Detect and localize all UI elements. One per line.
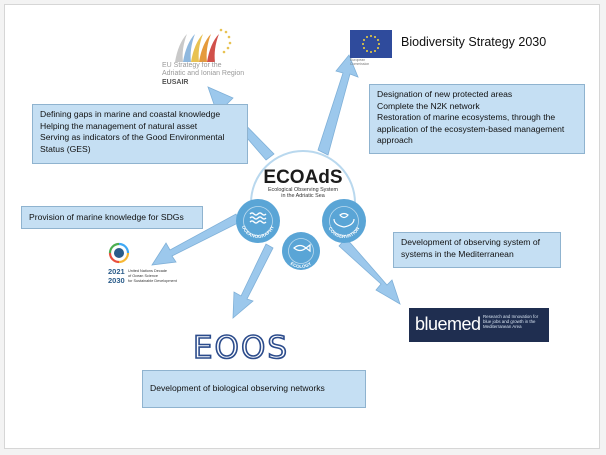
ocean-decade-line3: for Sustainable Development	[128, 279, 177, 283]
bluemed-tagline: Research and Innovation for blue jobs an…	[483, 314, 539, 330]
eusair-line2: Adriatic and Ionian Region	[162, 70, 245, 77]
sdg-box-line: Provision of marine knowledge for SDGs	[29, 212, 184, 222]
ocean-decade-line1: United Nations Decade	[128, 269, 168, 273]
ecoads-arc	[250, 150, 356, 204]
ocean-decade-year-start: 2021	[108, 267, 125, 276]
conservation-badge: CONSERVATION	[322, 199, 366, 243]
mediterranean-box-line: Development of observing system of	[401, 237, 540, 247]
arrow-to-biodiversity	[317, 54, 359, 156]
ocean-decade-icon	[108, 242, 130, 264]
eusair-logo	[175, 28, 232, 62]
eusair-acronym: EUSAIR	[162, 79, 189, 86]
oceanography-badge: OCEANOGRAPHY	[236, 199, 280, 243]
mediterranean-box: Development of observing system of syste…	[393, 232, 561, 268]
eusair-line1: EU Strategy for the	[162, 62, 222, 69]
eusair-box-line: Status (GES)	[40, 143, 91, 154]
biodiversity-box-line: Complete the N2K network	[377, 100, 480, 111]
eusair-box-line: Serving as indicators of the Good Enviro…	[40, 132, 225, 142]
biodiversity-box-line: application of the ecosystem-based manag…	[377, 123, 565, 134]
eu-commission-label: European Commission	[350, 58, 369, 66]
ecoads-logo: ECOAdS Ecological Observing System in th…	[236, 150, 366, 270]
eoos-logo: EOOS	[192, 330, 289, 364]
ecology-badge: ECOLOGY	[282, 232, 320, 270]
biodiversity-box-line: Restoration of marine ecosystems, throug…	[377, 112, 556, 122]
eusair-sails-icon	[175, 34, 219, 62]
bluemed-logo: bluemed Research and Innovation for blue…	[409, 308, 549, 342]
arrow-to-eoos	[232, 243, 274, 319]
ecoads-title: ECOAdS	[263, 167, 342, 188]
mediterranean-box-line: systems in the Mediterranean	[401, 248, 514, 259]
eoos-box: Development of biological observing netw…	[142, 370, 366, 408]
ocean-decade-year-end: 2030	[108, 276, 125, 285]
arrow-to-bluemed	[338, 237, 401, 305]
ecology-label: ECOLOGY	[290, 261, 313, 269]
eu-stars-icon	[219, 28, 232, 54]
eoos-box-line: Development of biological observing netw…	[150, 383, 325, 393]
sdg-box: Provision of marine knowledge for SDGs	[21, 206, 203, 229]
biodiversity-box: Designation of new protected areas Compl…	[369, 84, 585, 154]
ecoads-subtitle-line2: in the Adriatic Sea	[281, 193, 324, 199]
eusair-box-line: Defining gaps in marine and coastal know…	[40, 109, 221, 119]
eu-flag-icon	[350, 30, 392, 58]
eusair-box: Defining gaps in marine and coastal know…	[32, 104, 248, 164]
bluemed-wordmark: bluemed	[415, 314, 481, 334]
biodiversity-strategy-title: Biodiversity Strategy 2030	[401, 35, 547, 49]
eoos-wordmark: EOOS	[193, 330, 289, 364]
arrow-to-ocean-decade	[151, 213, 241, 266]
biodiversity-box-line: Designation of new protected areas	[377, 89, 513, 99]
eu-commission-line2: Commission	[350, 62, 370, 66]
svg-text:ECOLOGY: ECOLOGY	[290, 261, 313, 269]
ocean-decade-line2: of Ocean Science	[128, 274, 158, 278]
hands-icon	[333, 212, 355, 228]
biodiversity-box-line: approach	[377, 135, 413, 145]
eu-commission-line1: European	[350, 58, 366, 62]
fish-icon	[293, 243, 311, 253]
eusair-box-line: Helping the management of natural asset	[40, 120, 198, 131]
ecoads-subtitle-line1: Ecological Observing System	[268, 187, 339, 193]
waves-icon	[249, 212, 267, 224]
